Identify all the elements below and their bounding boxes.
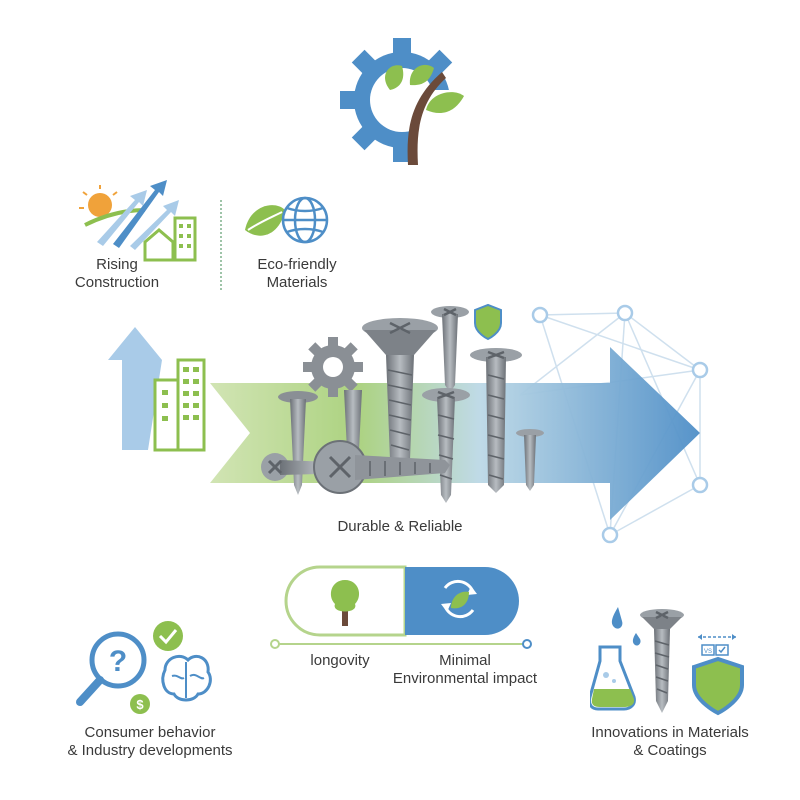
rising-construction-icon-wrap: [75, 170, 205, 265]
consumer-label-line1: Consumer behavior: [84, 724, 216, 741]
central-arrow-graphic: [100, 295, 720, 555]
innovations-label: Innovations in Materials & Coatings: [570, 724, 770, 760]
innov-label-line1: Innovations in Materials: [591, 724, 749, 741]
dotted-separator: [220, 200, 222, 290]
rising-construction-label: Rising Construction: [52, 256, 182, 292]
question-mark-glyph: ?: [109, 645, 127, 678]
leaf-globe-icon: [245, 196, 329, 244]
rising-label-line1: Rising: [96, 256, 138, 273]
rising-label-line2: Construction: [74, 274, 160, 291]
vs-glyph: VS: [704, 649, 712, 655]
eco-friendly-label: Eco-friendly Materials: [232, 256, 362, 292]
longevity-impact-pill: [265, 562, 540, 652]
consumer-label-line2: & Industry developments: [67, 742, 233, 759]
tree-recycle-pill-icon: [270, 565, 532, 649]
consumer-behavior-icon-wrap: ? $: [70, 618, 220, 718]
eco-friendly-icon-wrap: [240, 190, 340, 250]
eco-label-line2: Materials: [266, 274, 328, 291]
minimal-label-line1: Minimal: [439, 652, 491, 669]
flask-screw-shield-icon: VS: [590, 607, 744, 716]
gear-tree-icon: [340, 38, 472, 170]
longevity-label: longovity: [310, 652, 370, 669]
question-magnifier-brain-icon: ? $: [76, 621, 212, 714]
growth-arrows-icon: [79, 180, 197, 262]
durable-reliable-label: Durable & Reliable: [337, 518, 463, 535]
consumer-behavior-label: Consumer behavior & Industry development…: [40, 724, 260, 760]
dollar-glyph: $: [136, 697, 144, 712]
eco-label-line1: Eco-friendly: [257, 256, 337, 273]
innov-label-line2: & Coatings: [633, 742, 707, 759]
innovations-icon-wrap: VS: [590, 605, 750, 720]
minimal-impact-label: Minimal Environmental impact: [380, 652, 550, 688]
gear-tree-logo: [330, 30, 480, 170]
screws-arrow-icon: [108, 303, 709, 544]
minimal-label-line2: Environmental impact: [392, 670, 538, 687]
